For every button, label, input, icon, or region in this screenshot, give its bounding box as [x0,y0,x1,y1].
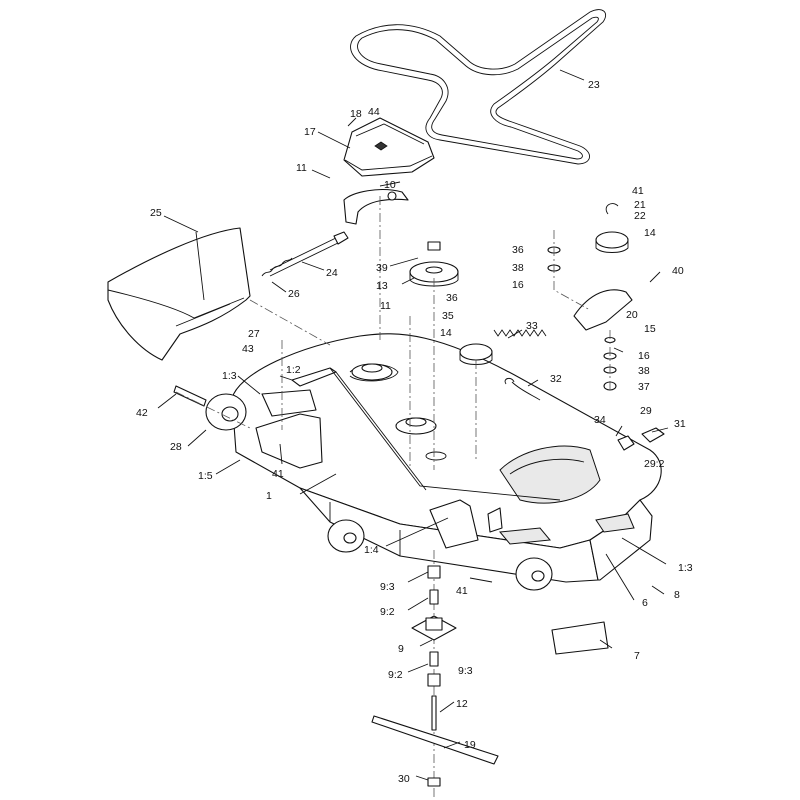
callout-labels: 23 18 44 17 11 10 25 24 26 39 13 36 38 1… [136,79,693,785]
callout-40: 40 [672,265,684,277]
callout-43: 43 [242,343,254,355]
decal [551,621,609,655]
leader-lines [157,69,669,781]
callout-25: 25 [150,207,162,219]
callout-15: 15 [644,323,656,335]
callout-1-3: 1:3 [222,370,237,382]
pulleys [409,203,633,365]
belt-cover [343,117,435,177]
callout-24: 24 [326,267,338,279]
adjustment-knob [617,427,665,451]
callout-41: 41 [272,468,284,480]
callout-32: 32 [550,373,562,385]
callout-31: 31 [674,418,686,430]
alignment-lines [175,196,611,470]
callout-8: 8 [674,589,680,601]
callout-16: 16 [638,350,650,362]
callout-14: 14 [644,227,656,239]
callout-36: 36 [512,244,524,256]
callout-1-4: 1:4 [364,544,379,556]
callout-29-2: 29:2 [644,458,665,470]
callout-11: 11 [380,300,391,312]
callout-38: 38 [512,262,524,274]
callout-33: 33 [526,320,538,332]
callout-1-5: 1:5 [198,470,213,482]
callout-9: 9 [398,643,404,655]
rear-discharge-guard [107,227,251,361]
mower-deck [231,329,662,591]
callout-14: 14 [440,327,452,339]
callout-16: 16 [512,279,524,291]
control-rod [261,231,349,277]
callout-22: 22 [634,210,646,222]
callout-9-2: 9:2 [388,669,403,681]
callout-42: 42 [136,407,148,419]
callout-1-3: 1:3 [678,562,693,574]
caster-wheel [173,385,247,431]
callout-11: 11 [296,162,307,174]
drive-belt [350,9,607,165]
callout-26: 26 [288,288,300,300]
callout-38: 38 [638,365,650,377]
callout-18: 18 [350,108,362,120]
callout-6: 6 [642,597,648,609]
callout-21: 21 [634,199,646,211]
callout-35: 35 [442,310,454,322]
callout-1-2: 1:2 [286,364,301,376]
callout-19: 19 [464,739,476,751]
callout-9-3: 9:3 [380,581,395,593]
callout-29: 29 [640,405,652,417]
callout-13: 13 [376,280,388,292]
callout-9-2: 9:2 [380,606,395,618]
callout-9-3: 9:3 [458,665,473,677]
callout-20: 20 [626,309,638,321]
callout-1: 1 [266,490,272,502]
callout-34: 34 [594,414,606,426]
callout-12: 12 [456,698,468,710]
callout-7: 7 [634,650,640,662]
callout-39: 39 [376,262,388,274]
spindle-assembly [371,550,499,800]
idler-arm-bracket [343,189,409,225]
callout-10: 10 [384,179,396,191]
callout-17: 17 [304,126,316,138]
callout-30: 30 [398,773,410,785]
callout-37: 37 [638,381,650,393]
callout-28: 28 [170,441,182,453]
callout-36: 36 [446,292,458,304]
callout-44: 44 [368,106,380,118]
callout-41: 41 [632,185,644,197]
callout-23: 23 [588,79,600,91]
callout-41: 41 [456,585,468,597]
callout-27: 27 [248,328,260,340]
